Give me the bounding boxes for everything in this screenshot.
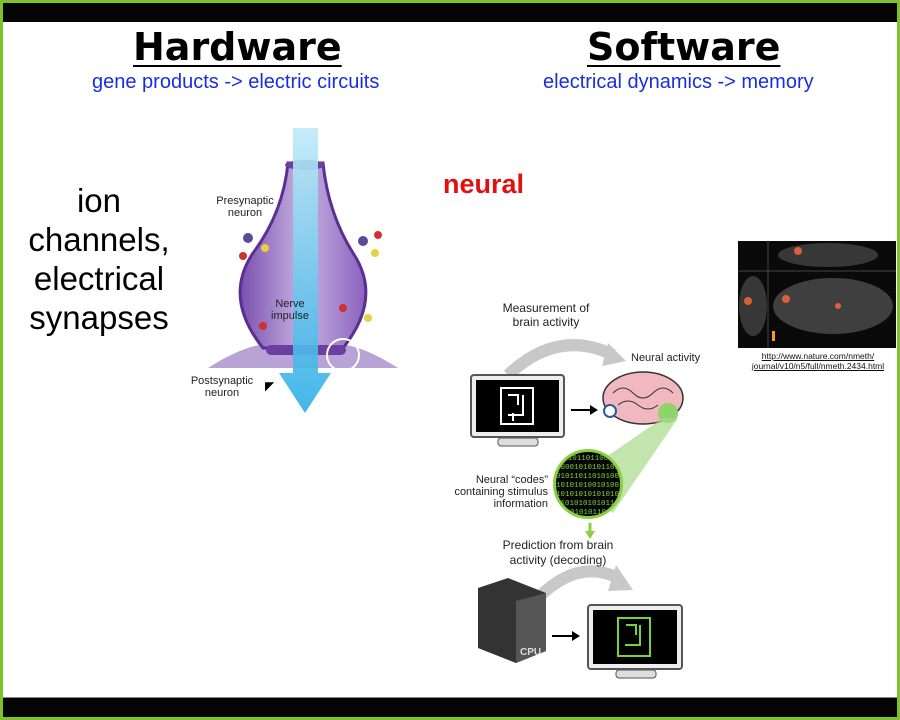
text-line: information [493,498,548,510]
slide: Hardware gene products -> electric circu… [3,3,897,717]
hardware-title: Hardware [133,25,342,69]
presynaptic-label: Presynaptic neuron [215,195,275,219]
monitor-icon [470,374,565,447]
text-line: Neural “codes” [475,474,548,486]
measurement-label: Measurement of brain activity [491,301,601,329]
decoded-monitor-icon [587,604,683,679]
text-line: neuron [227,207,263,219]
text-line: neuron [204,387,240,399]
cpu-tower-icon: CPU [478,578,546,663]
bottom-letterbox-bar [3,697,897,717]
mouse-cursor-icon: ◤ [265,379,275,393]
brain-icon [602,371,684,425]
synapse-illustration [208,128,398,413]
decoding-diagram: CPU [470,339,684,679]
text-line: journal/v10/n5/full/nmeth.2434.html [751,361,885,371]
hardware-subtitle: gene products -> electric circuits [92,71,380,93]
text-line: Measurement of [502,301,590,315]
text-line: brain activity [512,315,580,329]
text-line: channels, [28,221,170,258]
text-line: http://www.nature.com/nmeth/ [761,351,875,361]
postsynaptic-label: Postsynaptic neuron [189,375,255,399]
software-subtitle: electrical dynamics -> memory [543,71,814,93]
reference-link[interactable]: http://www.nature.com/nmeth/ journal/v10… [738,351,897,371]
text-line: Postsynaptic [190,375,254,387]
text-line: containing stimulus [454,486,548,498]
neural-activity-label: Neural activity [631,352,701,364]
neural-label: neural [443,169,525,199]
text-line: Nerve [275,298,305,310]
top-letterbox-bar [3,3,897,22]
neural-codes-label: Neural “codes” containing stimulus infor… [448,474,548,510]
text-line: Prediction from brain [502,538,614,552]
neural-code-binary: 1010110110010 1000101010110101 010110110… [553,449,623,519]
text-line: ion [76,182,122,219]
cpu-label: CPU [520,647,541,658]
text-line: activity (decoding) [509,553,607,567]
nerve-impulse-label: Nerve impulse [265,298,315,322]
text-line: synapses [29,299,169,336]
prediction-label: Prediction from brain activity (decoding… [493,538,623,568]
text-line: impulse [271,310,309,322]
hardware-bullet-text: ion channels, electrical synapses [15,181,183,337]
software-title: Software [587,25,781,69]
brain-imaging-thumbnail [738,241,896,348]
text-line: Presynaptic [216,195,274,207]
text-line: electrical [33,260,165,297]
